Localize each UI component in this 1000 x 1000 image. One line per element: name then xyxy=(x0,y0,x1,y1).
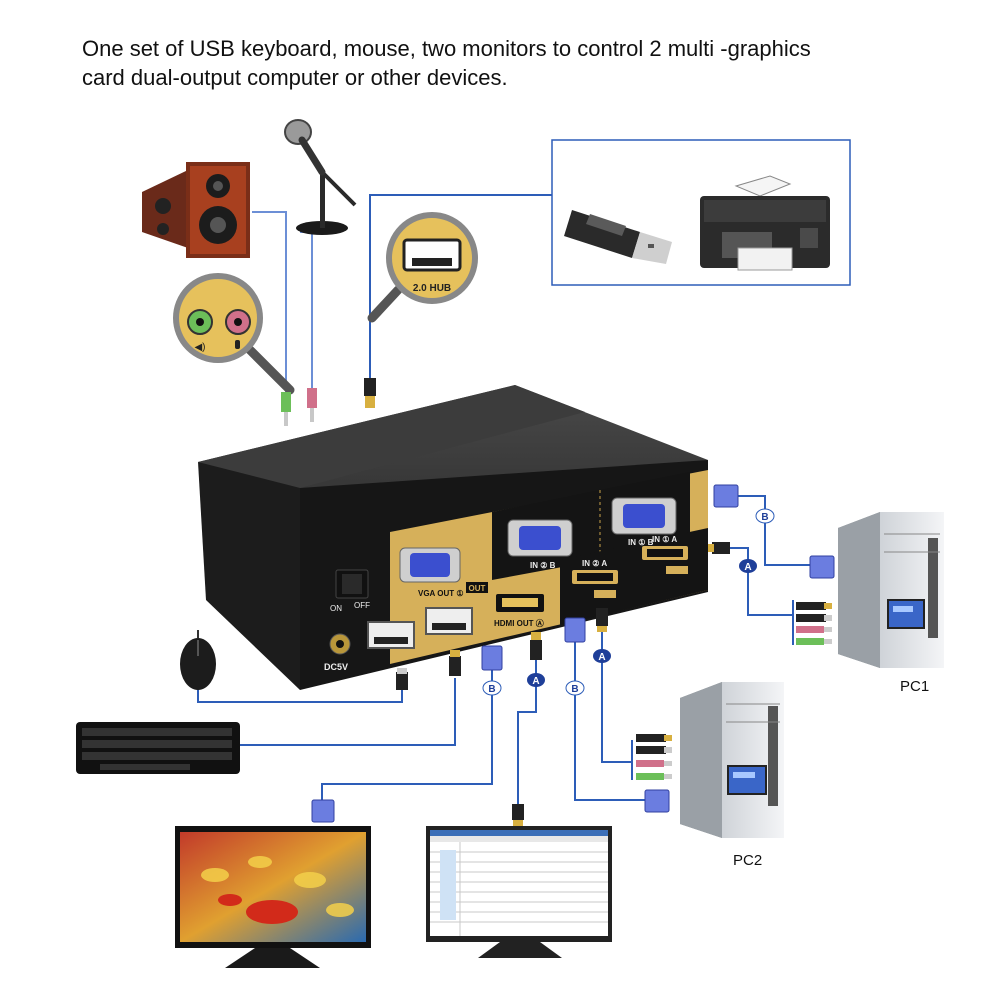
vga-in-1b-port[interactable] xyxy=(611,497,677,535)
pc1-label: PC1 xyxy=(900,678,930,695)
marker-b-pc2-text: B xyxy=(571,684,578,695)
dc-power-jack[interactable] xyxy=(329,633,351,655)
usb-keyboard-port[interactable] xyxy=(425,607,473,635)
marker-a-monitor2: A xyxy=(527,673,545,687)
hdmi-plug-pc1-in xyxy=(708,542,730,554)
marker-a-pc1: A xyxy=(739,559,757,573)
marker-a-pc2: A xyxy=(593,649,611,663)
svg-text:◀): ◀) xyxy=(194,342,205,353)
in2b-label: IN ② B xyxy=(530,561,556,570)
vga-out-label: VGA OUT ① xyxy=(418,589,464,598)
monitor-icon xyxy=(175,826,371,968)
vga-plug-monitor1-in xyxy=(311,799,335,823)
marker-a-pc2-text: A xyxy=(598,652,605,663)
in1a-label: IN ① A xyxy=(652,535,677,544)
power-switch[interactable] xyxy=(335,569,369,599)
in1b-label: IN ① B xyxy=(628,538,654,547)
hdmi-plug-pc2 xyxy=(596,608,608,632)
vga-plug-pc2-in xyxy=(644,789,670,813)
vga-plug-pc1 xyxy=(809,555,835,579)
pc2-label: PC2 xyxy=(733,852,763,869)
audio-jack-magnifier: ◀) xyxy=(173,273,295,395)
pc2-plug-cluster xyxy=(636,734,672,780)
vga-plug-pc2 xyxy=(564,617,586,643)
pc-tower-icon xyxy=(680,682,784,838)
speaker-icon xyxy=(142,162,250,258)
kvm-switch-box: VGA OUT ① OUT IN ② B IN ① B IN ② A IN ① … xyxy=(198,385,708,690)
usb-hub-magnifier: 2.0 HUB xyxy=(367,212,478,323)
pc-tower-icon xyxy=(838,512,944,668)
hdmi-out-label: HDMI OUT Ⓐ xyxy=(494,618,544,628)
marker-b-monitor1: B xyxy=(482,680,502,696)
usb-mouse-port[interactable] xyxy=(367,621,415,649)
marker-a-monitor2-text: A xyxy=(532,676,539,687)
vga-in-2b-port[interactable] xyxy=(507,519,573,557)
out-badge: OUT xyxy=(466,582,488,593)
mouse-icon xyxy=(180,630,216,690)
off-label: OFF xyxy=(354,601,370,610)
usb-in-2-port[interactable] xyxy=(594,590,616,598)
microphone-icon xyxy=(284,119,357,235)
marker-b-pc1-text: B xyxy=(761,512,768,523)
hdmi-plug-monitor2-in xyxy=(512,804,524,826)
out-badge-text: OUT xyxy=(469,584,486,593)
monitor-icon xyxy=(426,826,612,958)
headline: One set of USB keyboard, mouse, two moni… xyxy=(82,34,982,92)
vga-plug-pc1-in xyxy=(713,484,739,508)
usb-plug-keyboard xyxy=(449,650,461,676)
audio-plug-pink xyxy=(307,388,317,422)
headline-line-2: card dual-output computer or other devic… xyxy=(82,65,508,90)
marker-b-monitor1-text: B xyxy=(488,684,495,695)
keyboard-icon xyxy=(76,722,240,774)
in2a-label: IN ② A xyxy=(582,559,607,568)
usb-plug-mouse xyxy=(396,668,408,690)
hdmi-plug-monitor2 xyxy=(530,632,542,660)
hdmi-out-port[interactable] xyxy=(496,594,544,612)
audio-plug-green xyxy=(281,392,291,426)
hub-label: 2.0 HUB xyxy=(413,283,451,294)
hdmi-in-2a-port[interactable] xyxy=(572,570,618,584)
pc1-plug-cluster xyxy=(796,602,832,645)
power-label: DC5V xyxy=(324,662,348,672)
vga-plug-monitor1 xyxy=(481,645,503,671)
usb-flash-drive-icon xyxy=(564,210,672,264)
marker-b-pc1: B xyxy=(755,508,775,524)
headline-line-1: One set of USB keyboard, mouse, two moni… xyxy=(82,36,811,61)
marker-a-pc1-text: A xyxy=(744,562,751,573)
vga-out-port[interactable] xyxy=(399,547,461,583)
usb-plug-hub xyxy=(364,378,376,408)
usb-in-1-port[interactable] xyxy=(666,566,688,574)
hdmi-in-1a-port[interactable] xyxy=(642,546,688,560)
printer-icon xyxy=(700,175,830,271)
marker-b-pc2: B xyxy=(565,680,585,696)
on-label: ON xyxy=(330,604,342,613)
